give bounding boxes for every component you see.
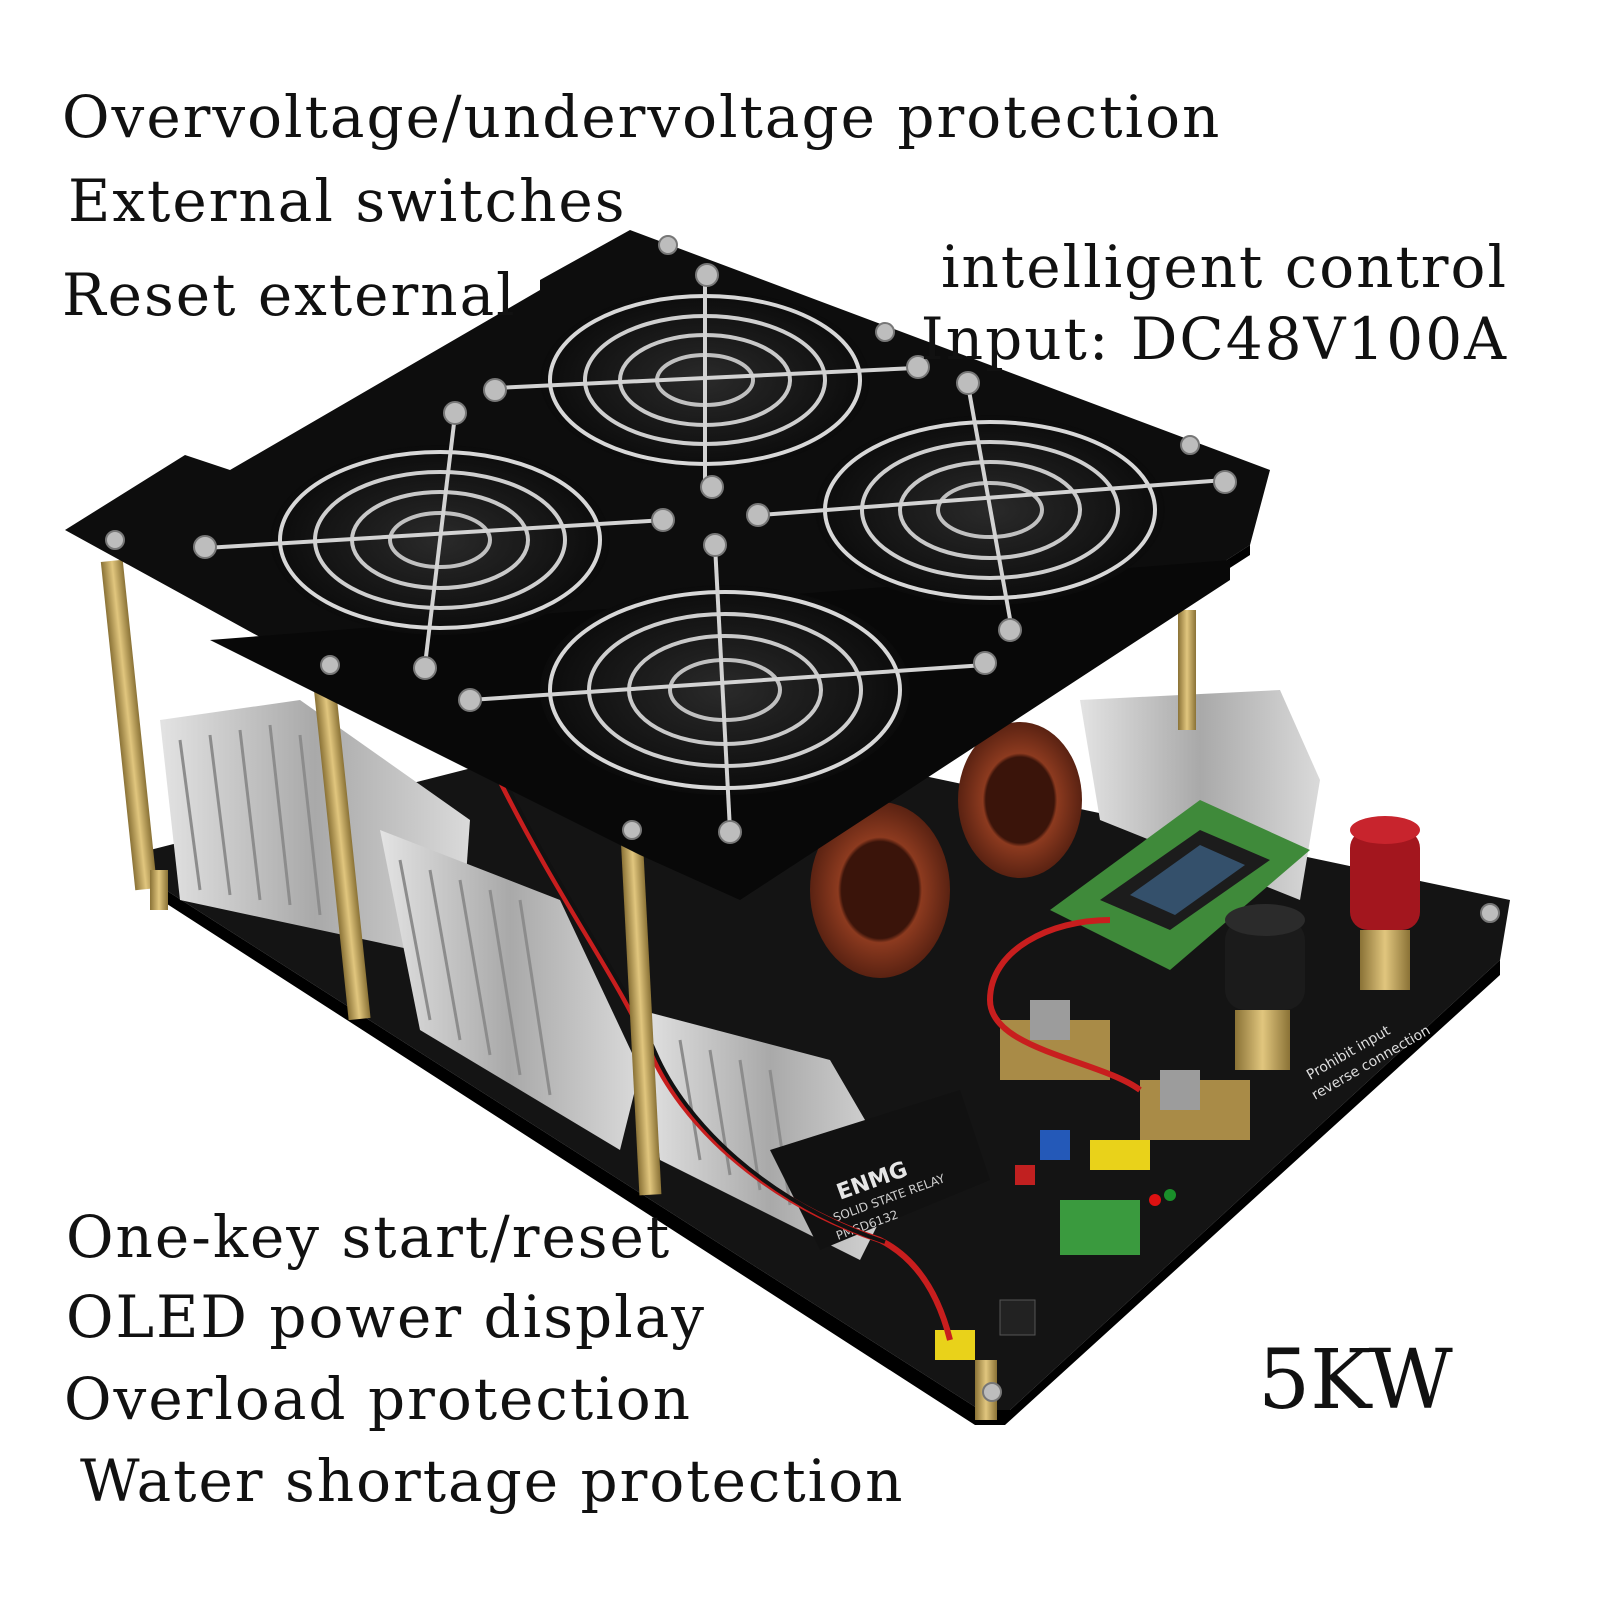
green-terminal-block <box>1060 1200 1140 1255</box>
blue-potentiometer <box>1040 1130 1070 1160</box>
power-rating: 5KW <box>1258 1333 1453 1428</box>
feature-one-key-start-reset: One-key start/reset <box>66 1203 672 1271</box>
feature-oled-power-display: OLED power display <box>66 1283 706 1351</box>
fan-bottom <box>469 544 986 831</box>
oled-display-module <box>1050 800 1310 970</box>
feature-reset-external: Reset external <box>62 261 517 329</box>
feature-external-switches: External switches <box>68 167 627 235</box>
screws <box>105 235 1500 1402</box>
brass-standoffs <box>100 559 1196 1420</box>
toroid-coils <box>810 722 1082 978</box>
fan-right <box>759 384 1226 631</box>
yellow-connectors <box>1090 1140 1150 1170</box>
pcb-edge <box>150 880 1500 1425</box>
feature-intelligent-control: intelligent control <box>941 233 1508 301</box>
fan-left <box>204 414 666 666</box>
cooling-fans <box>204 275 1226 831</box>
solid-state-relay: ENMG SOLID STATE RELAY PMSD6132 <box>770 1090 990 1250</box>
fan-top <box>494 275 916 485</box>
feature-water-shortage-protection: Water shortage protection <box>80 1447 905 1515</box>
feature-overload-protection: Overload protection <box>64 1365 692 1433</box>
spec-input-voltage-current: Input: DC48V100A <box>920 305 1508 373</box>
power-terminals <box>1000 816 1420 1140</box>
feature-overvoltage-undervoltage: Overvoltage/undervoltage protection <box>62 83 1222 151</box>
fan-connector <box>935 1330 975 1360</box>
